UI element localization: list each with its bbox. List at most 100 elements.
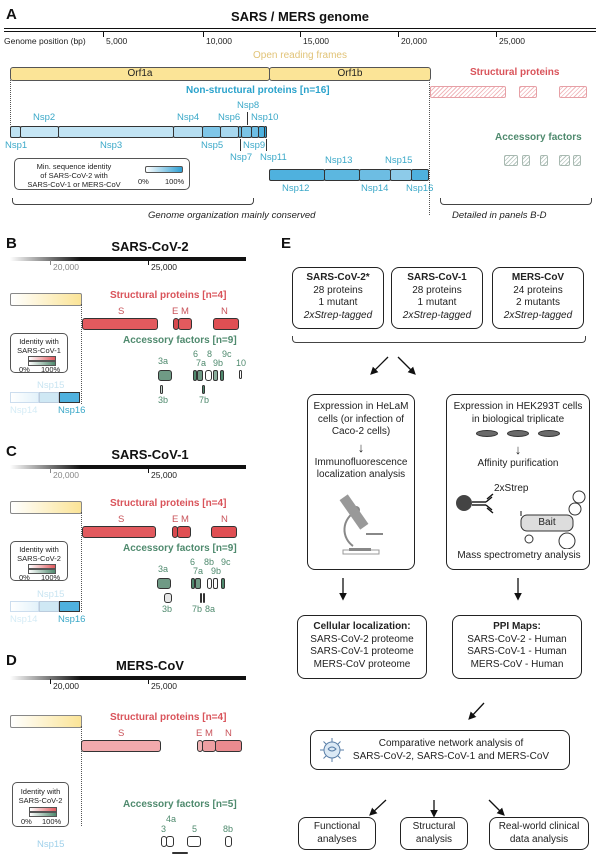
nsp6-label: Nsp6	[218, 112, 241, 123]
legend-c-min: 0%	[19, 573, 30, 582]
virus-name: SARS-CoV-2*	[306, 272, 370, 283]
panel-c: C SARS-CoV-1 20,000 25,000 Structural pr…	[0, 443, 280, 628]
acc-3b-label-c: 3b	[162, 604, 173, 614]
panel-d-title: MERS-CoV	[116, 658, 184, 673]
orf-guide-left	[10, 80, 11, 125]
nsp1-label: Nsp1	[5, 140, 28, 151]
acc-9b-b	[213, 370, 218, 381]
acc-8b-d	[225, 836, 232, 847]
virus-box-mers-cov: MERS-CoV 24 proteins 2 mutants 2xStrep-t…	[492, 267, 584, 329]
microscope-icon	[339, 493, 383, 554]
nsp15-stub-b	[38, 392, 60, 403]
acc-8a-label-c: 8a	[205, 604, 216, 614]
tick-15000: 15,000	[303, 36, 329, 46]
nsp13-label: Nsp13	[325, 155, 353, 166]
nsp3-segment	[58, 126, 174, 138]
localization-item: SARS-CoV-2 proteome	[310, 633, 414, 645]
virus-box-sars-cov-2: SARS-CoV-2* 28 proteins 1 mutant 2xStrep…	[292, 267, 384, 329]
legend-d-red-gradient	[29, 807, 57, 812]
output-line1: Functional	[313, 821, 361, 832]
e-label-c: E	[172, 514, 179, 525]
nsp8-leader	[247, 112, 248, 125]
virus-name: MERS-CoV	[511, 272, 565, 283]
nsp14-label-b: Nsp14	[10, 405, 38, 416]
m-label-b: M	[181, 306, 189, 317]
tick-10000: 10,000	[206, 36, 232, 46]
guide-c	[81, 512, 82, 612]
accessory-hatched-3	[540, 155, 548, 166]
accessory-hatched-4	[559, 155, 570, 166]
acc-3a-label-b: 3a	[158, 356, 169, 366]
acc-3-label-d: 3	[161, 824, 167, 834]
tick-label-c-20000: 20,000	[53, 470, 79, 480]
nsp-header: Non-structural proteins [n=16]	[186, 85, 330, 96]
arrow-to-clinical	[488, 799, 505, 816]
comparative-line2: SARS-CoV-2, SARS-CoV-1 and MERS-CoV	[352, 750, 550, 762]
e-label-d: E	[196, 728, 203, 739]
legend-c-green-gradient	[28, 569, 56, 574]
acc-7b-label-b: 7b	[199, 395, 210, 405]
flow-arrows	[339, 356, 522, 818]
acc-3b-label-b: 3b	[158, 395, 169, 405]
orf1b-stub-b	[10, 293, 82, 306]
acc-7a-label-c: 7a	[193, 566, 204, 576]
virus-proteins: 28 proteins	[313, 284, 363, 296]
acc-4a-d	[166, 836, 174, 847]
output-line1: Real-world clinical	[498, 821, 580, 832]
virus-tag: 2xStrep-tagged	[503, 309, 573, 321]
acc-8a-c	[203, 593, 205, 603]
structural-header-d: Structural proteins [n=4]	[110, 712, 227, 723]
accessory-header-c: Accessory factors [n=9]	[123, 543, 237, 554]
structural-header-a: Structural proteins	[470, 67, 560, 78]
acc-8b-label-d: 8b	[223, 824, 234, 834]
nsp16-label-c: Nsp16	[58, 614, 86, 625]
acc-9c-b	[220, 370, 224, 381]
legend-c-line2: SARS-CoV-2	[17, 554, 61, 563]
output-line1: Structural	[412, 821, 456, 832]
s-label-c: S	[118, 514, 125, 525]
legend-d-green-gradient	[29, 812, 57, 817]
arrow-to-functional	[369, 799, 387, 816]
legend-d-line1: Identity with	[20, 787, 61, 796]
m-protein-c	[177, 526, 191, 538]
nsp5-label: Nsp5	[201, 140, 224, 151]
output-functional: Functional analyses	[298, 817, 376, 850]
nsp14-label-c: Nsp14	[10, 614, 38, 625]
nsp15-stub-c	[38, 601, 60, 612]
acc-3b-b	[160, 385, 163, 394]
nsp9-label: Nsp9	[243, 140, 266, 151]
ppi-item: MERS-CoV - Human	[470, 658, 564, 670]
nsp10-label: Nsp10	[251, 112, 279, 123]
virus-icon	[320, 738, 344, 762]
legend-b-min: 0%	[19, 365, 30, 374]
nsp16-segment	[411, 169, 429, 181]
arrow-to-imaging	[370, 356, 389, 375]
tick-5000: 5,000	[106, 36, 128, 46]
m-protein-b	[178, 318, 192, 330]
ms-step2: Affinity purification	[477, 457, 559, 469]
accessory-header-b: Accessory factors [n=9]	[123, 335, 237, 346]
acc-3a-c	[157, 578, 171, 589]
imaging-line3: Caco-2 cells)	[331, 426, 391, 437]
acc-3a-label-c: 3a	[158, 564, 169, 574]
acc-3a-b	[158, 370, 172, 381]
legend-b-green-gradient	[28, 361, 56, 366]
localization-title: Cellular localization:	[313, 621, 411, 632]
identity-legend-a: Min. sequence identity of SARS-CoV-2 wit…	[14, 158, 190, 190]
legend-c-max: 100%	[41, 573, 61, 582]
legend-b-line2: SARS-CoV-1	[17, 346, 61, 355]
acc-4a-label-d: 4a	[166, 814, 177, 824]
structural-s-hatched	[430, 86, 506, 98]
output-line2: analyses	[317, 833, 357, 845]
nsp16-label: Nsp16	[406, 183, 434, 194]
virus-tag: 2xStrep-tagged	[402, 309, 472, 321]
acc-7b-label-c: 7b	[192, 604, 203, 614]
m-label-c: M	[181, 514, 189, 525]
acc-8-b	[205, 370, 212, 381]
acc-6-b	[193, 370, 197, 381]
tick-label-b-20000: 20,000	[53, 262, 79, 272]
virus-tag: 2xStrep-tagged	[303, 309, 373, 321]
structural-header-c: Structural proteins [n=4]	[110, 498, 227, 509]
nsp15-label-b: Nsp15	[37, 380, 65, 391]
culture-dishes-icon	[447, 429, 589, 442]
